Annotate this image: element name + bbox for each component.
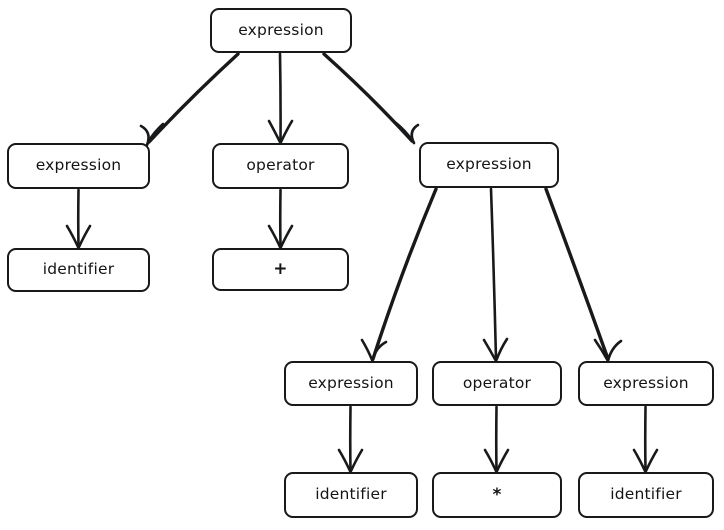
node-label: + bbox=[273, 259, 288, 279]
edge-n0-n2 bbox=[267, 52, 294, 145]
node-expression-sub-right[interactable]: expression bbox=[578, 361, 714, 406]
node-identifier-sub-left[interactable]: identifier bbox=[284, 472, 418, 518]
node-label: expression bbox=[446, 155, 532, 174]
node-expression-left[interactable]: expression bbox=[7, 143, 150, 189]
node-plus-operator-symbol[interactable]: + bbox=[212, 248, 349, 291]
node-identifier-sub-right[interactable]: identifier bbox=[578, 472, 714, 518]
node-expression-right[interactable]: expression bbox=[419, 142, 559, 188]
node-star-operator-symbol[interactable]: * bbox=[432, 472, 562, 518]
edge-n3-n6 bbox=[360, 187, 438, 363]
node-label: identifier bbox=[610, 485, 682, 504]
edge-n0-n3 bbox=[322, 52, 420, 145]
node-label: * bbox=[492, 484, 502, 505]
node-identifier-left[interactable]: identifier bbox=[7, 248, 150, 292]
edge-n3-n8 bbox=[544, 187, 623, 363]
node-label: expression bbox=[603, 373, 689, 392]
node-label: identifier bbox=[315, 485, 387, 504]
edge-n6-n9 bbox=[337, 405, 364, 474]
edge-n0-n1 bbox=[139, 52, 240, 147]
node-label: expression bbox=[35, 156, 122, 175]
node-label: expression bbox=[308, 373, 394, 392]
edge-n8-n11 bbox=[632, 405, 659, 474]
edge-n3-n7 bbox=[482, 187, 509, 363]
node-label: operator bbox=[246, 156, 315, 175]
edge-n1-n4 bbox=[65, 188, 92, 250]
edge-n7-n10 bbox=[483, 405, 510, 474]
node-label: expression bbox=[238, 20, 324, 39]
node-expression-sub-left[interactable]: expression bbox=[284, 361, 418, 406]
node-operator-sub[interactable]: operator bbox=[432, 361, 562, 406]
node-operator-mid[interactable]: operator bbox=[212, 143, 349, 189]
node-label: identifier bbox=[42, 260, 115, 279]
node-expression-root[interactable]: expression bbox=[210, 8, 352, 53]
node-label: operator bbox=[462, 373, 532, 392]
edge-n2-n5 bbox=[267, 188, 294, 250]
